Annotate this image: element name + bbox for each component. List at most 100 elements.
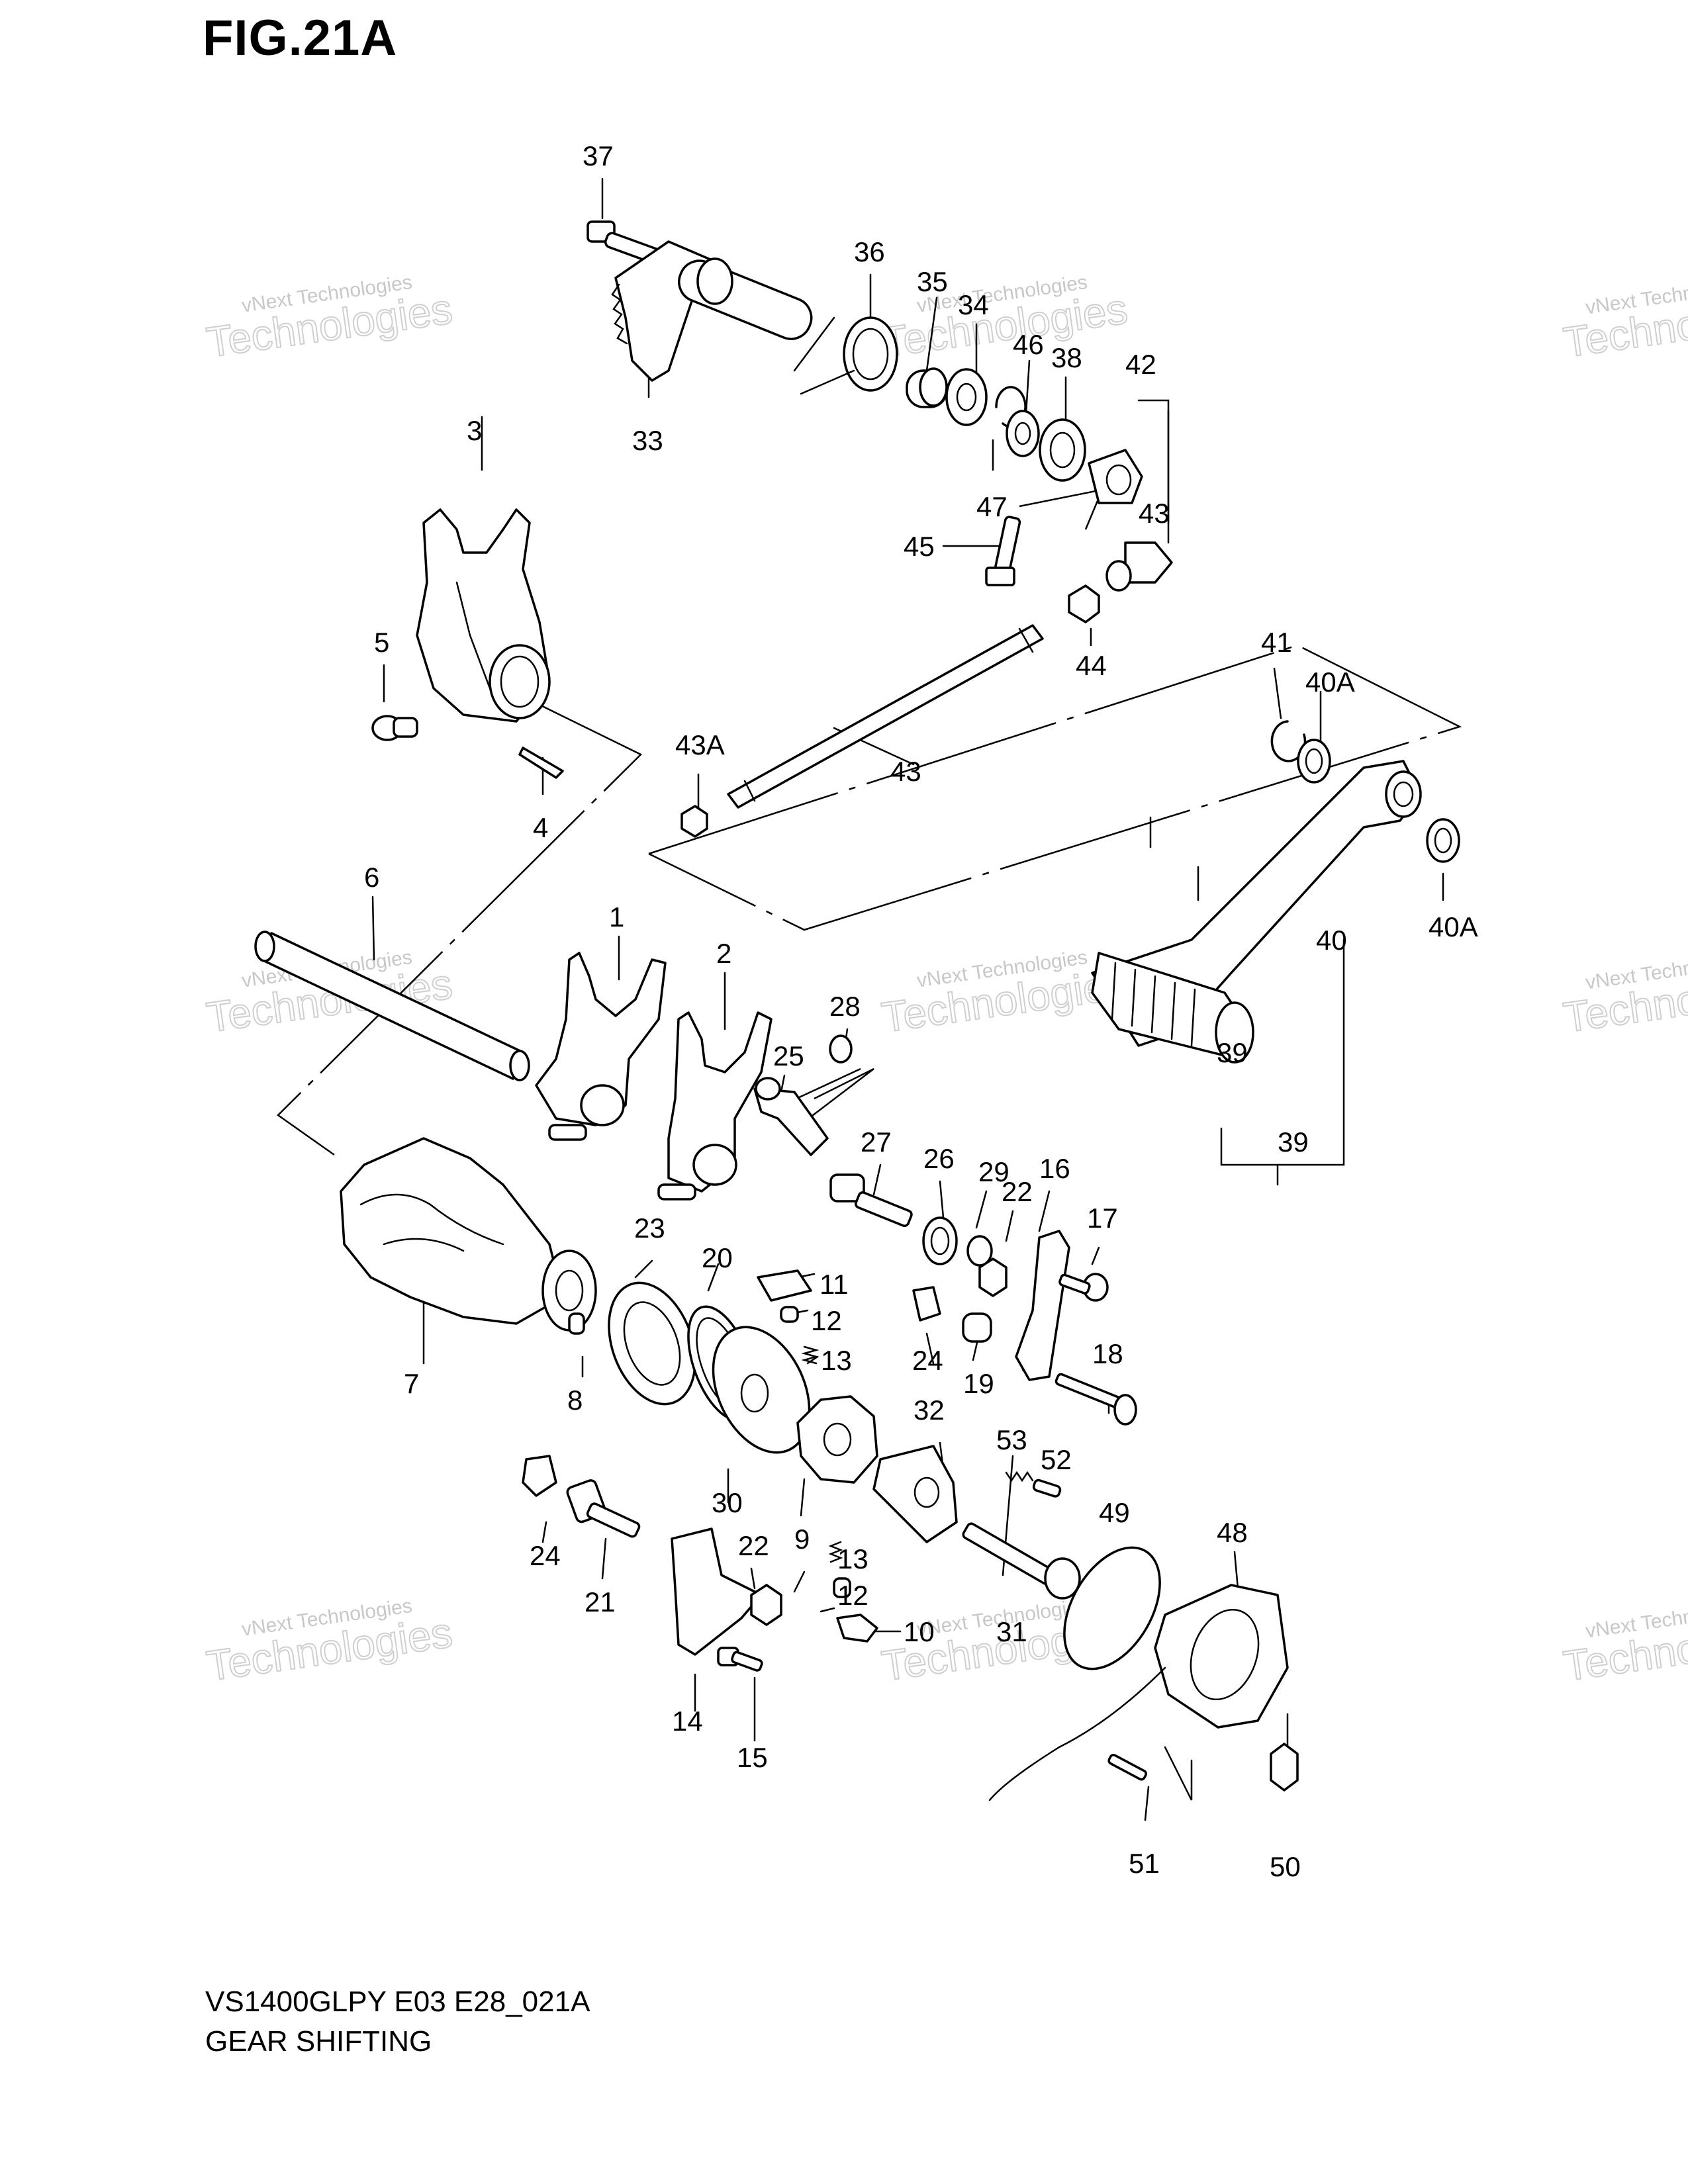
part-38-oil-seal — [1039, 418, 1086, 482]
callout-13: 13 — [837, 1543, 868, 1574]
callout-34: 34 — [958, 289, 989, 320]
footer-section-name: GEAR SHIFTING — [205, 2025, 432, 2058]
footer-model-code: VS1400GLPY E03 E28_021A — [205, 1985, 590, 2018]
part-13-spring — [801, 1345, 820, 1365]
part-55-spring — [1005, 1471, 1034, 1482]
callout-22: 22 — [1002, 1176, 1033, 1207]
callout-21: 21 — [585, 1586, 616, 1617]
part-14-plate — [671, 1527, 763, 1656]
part-49-washer — [1006, 410, 1040, 457]
part-43-rod-end — [1088, 449, 1143, 504]
part-45-nut — [680, 805, 708, 838]
callout-41: 40A — [1305, 666, 1355, 698]
callout-3: 3 — [467, 415, 482, 446]
callout-16: 16 — [1039, 1153, 1070, 1184]
part-24-cam-guide — [522, 1455, 557, 1497]
callout-25: 25 — [773, 1040, 804, 1071]
callout-9: 9 — [794, 1524, 810, 1555]
callout-10: 10 — [904, 1616, 935, 1647]
part-44-rod — [727, 624, 1044, 809]
callout-37: 37 — [583, 140, 614, 171]
callout-5: 5 — [374, 627, 389, 658]
part-9-cam-driven-gear — [796, 1395, 878, 1484]
callout-33: 33 — [632, 425, 663, 456]
part-12-pin — [780, 1306, 799, 1323]
part-15-bolt — [717, 1647, 763, 1672]
callout-54: 52 — [1041, 1444, 1072, 1475]
part-46-nut — [1068, 584, 1100, 623]
callout-48: 46 — [1013, 329, 1044, 360]
part-36-return-spring — [800, 316, 898, 395]
callout-4: 4 — [533, 812, 548, 843]
part-27-bolt — [829, 1173, 913, 1228]
parts — [254, 220, 1460, 1801]
callout-23: 23 — [634, 1212, 665, 1244]
part-22-nut — [978, 1257, 1008, 1297]
callout-49: 47 — [976, 491, 1008, 522]
part-6-shaft — [254, 931, 530, 1081]
part-18-screw — [1055, 1373, 1137, 1426]
part-19-bush — [962, 1312, 992, 1343]
part-32-cam-stopper — [872, 1445, 958, 1543]
part-41-washer — [1426, 818, 1460, 863]
callout-27: 27 — [861, 1126, 892, 1158]
callout-46: 44 — [1076, 650, 1107, 681]
callout-43: 42 — [1125, 349, 1156, 380]
callout-29: 29 — [978, 1156, 1009, 1187]
part-11-pawl — [757, 1269, 812, 1302]
callout-44: 43 — [890, 756, 921, 787]
part-21-bolt — [566, 1479, 641, 1538]
part-22-nut — [750, 1584, 782, 1626]
part-7-gearshift-cam — [340, 1137, 597, 1332]
part-3-gearshift-fork — [416, 508, 551, 723]
callout-13: 13 — [821, 1345, 852, 1376]
callout-52: 50 — [1270, 1851, 1301, 1882]
callout-51: 49 — [1099, 1497, 1130, 1528]
part-23-bearing — [608, 1281, 696, 1406]
callout-30: 30 — [712, 1487, 743, 1518]
callout-39: 39 — [1278, 1126, 1309, 1158]
callout-55: 53 — [996, 1424, 1027, 1455]
callout-45: 43A — [675, 729, 725, 760]
callout-40A: 40 — [1316, 925, 1347, 956]
part-17-screw — [1058, 1273, 1109, 1302]
callout-36: 36 — [854, 236, 885, 267]
callout-22: 22 — [738, 1530, 769, 1561]
callout-2: 2 — [716, 938, 731, 969]
part-13-spring — [828, 1541, 843, 1563]
part-51-o-ring — [1063, 1546, 1161, 1670]
part-53-stud — [1107, 1754, 1147, 1781]
callout-20: 20 — [702, 1242, 733, 1273]
part-40-pedal-rubber — [1091, 952, 1254, 1064]
part-35-bush — [906, 367, 948, 408]
assembly-lines — [277, 399, 1462, 1801]
callout-24: 24 — [530, 1540, 561, 1571]
part-43a-joint — [1105, 541, 1173, 592]
callout-53: 51 — [1129, 1848, 1160, 1879]
callout-47: 45 — [904, 531, 935, 562]
part-54-pin — [1032, 1479, 1062, 1498]
part-30-stopper-plate — [712, 1326, 811, 1454]
callout-15: 15 — [737, 1742, 768, 1773]
part-34-washer — [945, 368, 988, 426]
callout-38: 38 — [1051, 342, 1082, 373]
callout-28: 28 — [829, 991, 861, 1022]
callout-43A: 43 — [1139, 498, 1170, 529]
callout-24: 24 — [912, 1345, 943, 1376]
part-47-bolt — [985, 516, 1021, 586]
part-25-shift-arm — [753, 1077, 829, 1156]
part-29-washer — [966, 1235, 993, 1267]
callout-19: 19 — [963, 1368, 994, 1399]
callout-31: 31 — [996, 1616, 1027, 1647]
callout-50: 48 — [1217, 1517, 1248, 1548]
part-24-cam-guide — [912, 1286, 941, 1322]
callout-18: 18 — [1092, 1338, 1123, 1369]
callout-8: 8 — [567, 1385, 583, 1416]
callout-12: 12 — [837, 1580, 868, 1611]
callout-7: 7 — [404, 1368, 419, 1399]
figure-title: FIG.21A — [203, 10, 398, 66]
callout-35: 35 — [917, 266, 948, 297]
callout-14: 14 — [672, 1706, 703, 1737]
part-16-plate — [1015, 1230, 1070, 1381]
